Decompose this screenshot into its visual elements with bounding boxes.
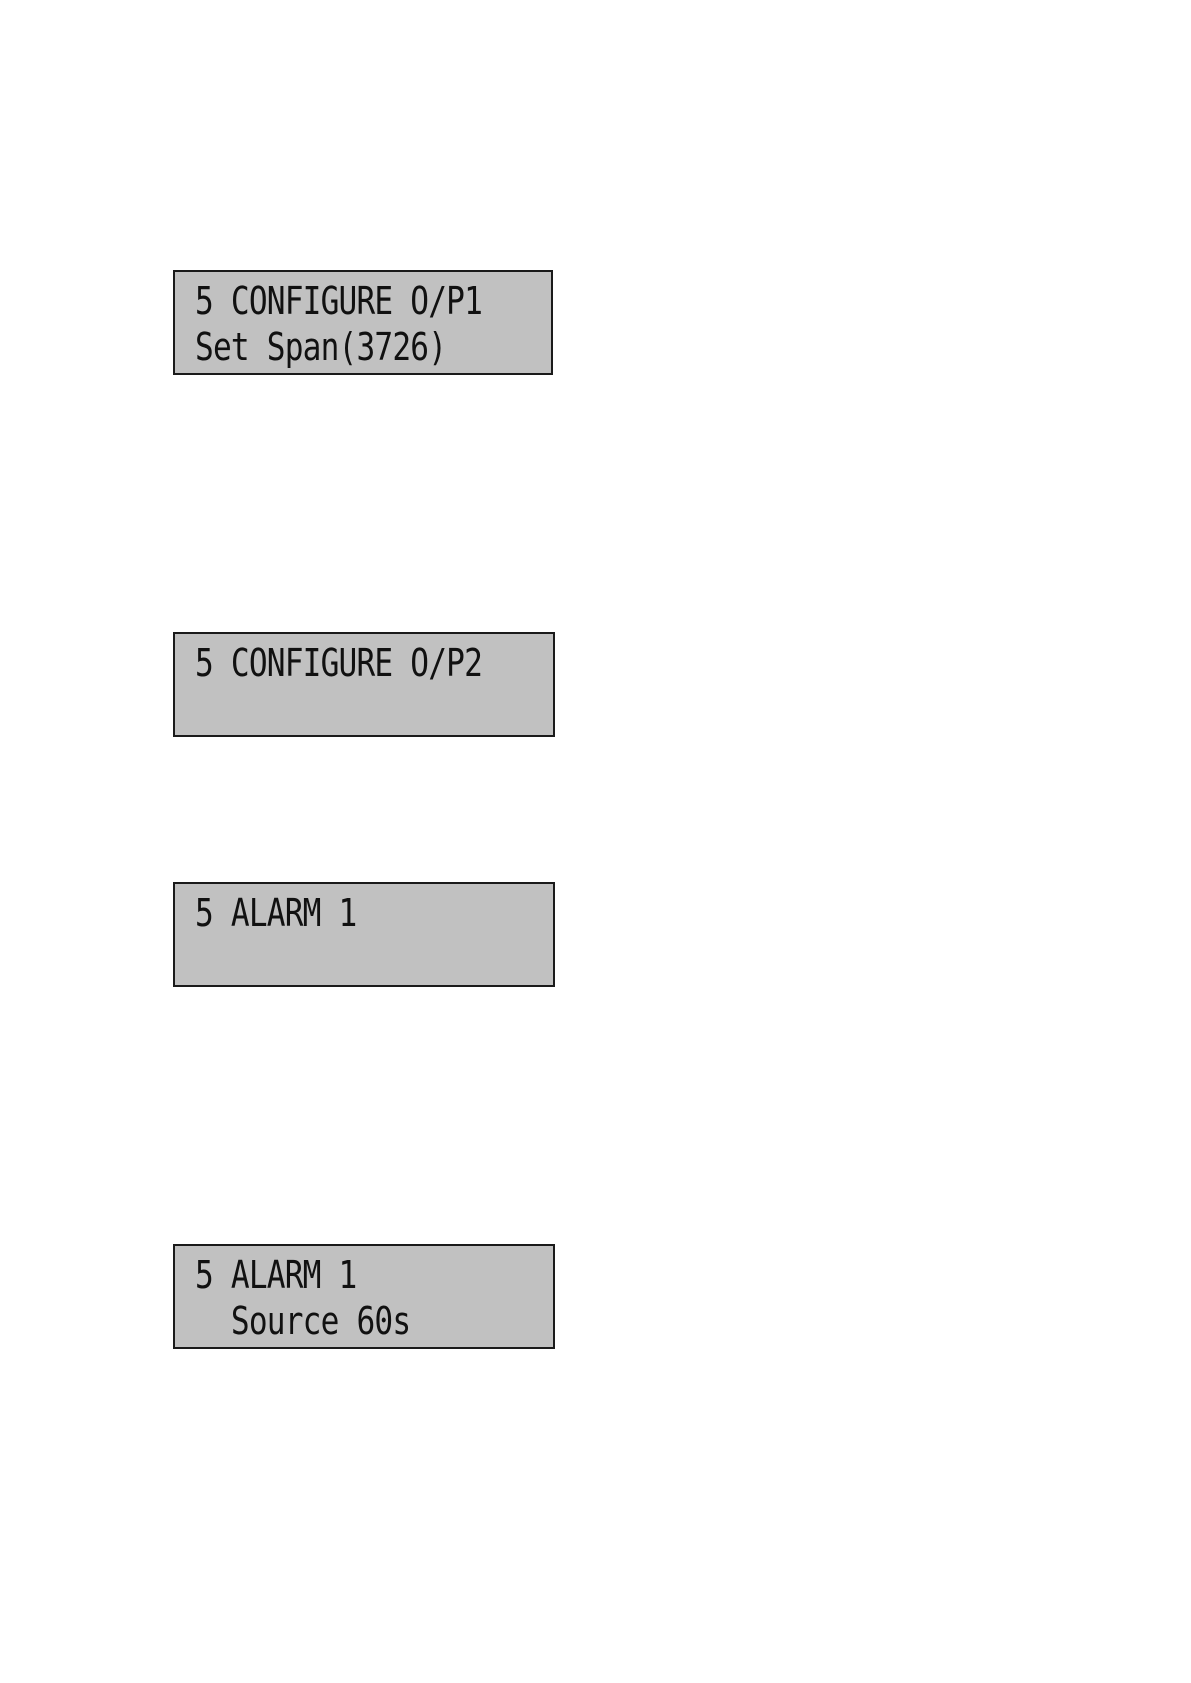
lcd-display-alarm1: 5 ALARM 1 xyxy=(173,882,555,987)
lcd-display-configure-op1: 5 CONFIGURE O/P1 Set Span(3726) xyxy=(173,270,553,375)
lcd-line-2 xyxy=(195,936,489,982)
lcd-line-1: 5 ALARM 1 xyxy=(195,890,489,936)
lcd-line-2: Set Span(3726) xyxy=(195,324,487,370)
lcd-line-1: 5 CONFIGURE O/P1 xyxy=(195,278,487,324)
lcd-line-1: 5 CONFIGURE O/P2 xyxy=(195,640,489,686)
lcd-line-2: Source 60s xyxy=(195,1298,489,1344)
lcd-display-alarm1-source: 5 ALARM 1 Source 60s xyxy=(173,1244,555,1349)
lcd-line-2 xyxy=(195,686,489,732)
lcd-display-configure-op2: 5 CONFIGURE O/P2 xyxy=(173,632,555,737)
lcd-line-1: 5 ALARM 1 xyxy=(195,1252,489,1298)
